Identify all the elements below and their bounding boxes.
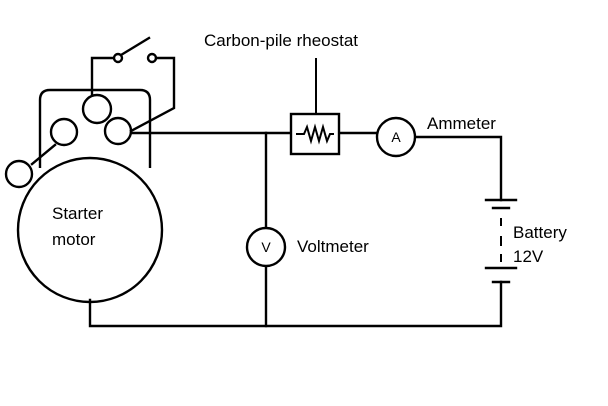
voltmeter-circle [245, 226, 287, 268]
starter-motor: Starter motor [4, 88, 164, 304]
rheostat-label: Carbon-pile rheostat [204, 31, 358, 50]
motor-field-terminal [4, 159, 34, 189]
solenoid-terminal-right [103, 116, 133, 146]
motor-label-line2: motor [52, 230, 96, 249]
battery-label-line1: Battery [513, 223, 567, 242]
carbon-pile-rheostat: Carbon-pile rheostat [204, 31, 358, 156]
start-switch [90, 36, 176, 133]
solenoid-terminal-left [49, 117, 79, 147]
solenoid-terminal-top [81, 93, 113, 125]
switch-blade [119, 36, 151, 57]
voltmeter: V Voltmeter [245, 226, 369, 268]
ammeter-circle [375, 116, 417, 158]
solenoid-housing [38, 88, 152, 168]
circuit-wires [88, 131, 503, 328]
battery: Battery 12V [484, 198, 567, 284]
battery-label-line2: 12V [513, 247, 544, 266]
voltmeter-label: Voltmeter [297, 237, 369, 256]
ammeter-symbol: A [391, 129, 401, 145]
voltmeter-symbol: V [261, 239, 271, 255]
motor-label-line1: Starter [52, 204, 103, 223]
wire-ammeter-to-battery [413, 135, 503, 202]
switch-wire-left [90, 56, 116, 97]
wire-ground-return [88, 280, 503, 328]
field-link-wire [30, 143, 57, 166]
switch-contact-left [112, 52, 124, 64]
ammeter-label: Ammeter [427, 114, 496, 133]
switch-wire-right [129, 56, 176, 133]
ammeter: A Ammeter [375, 114, 496, 158]
rheostat-resistor-symbol [296, 123, 334, 145]
